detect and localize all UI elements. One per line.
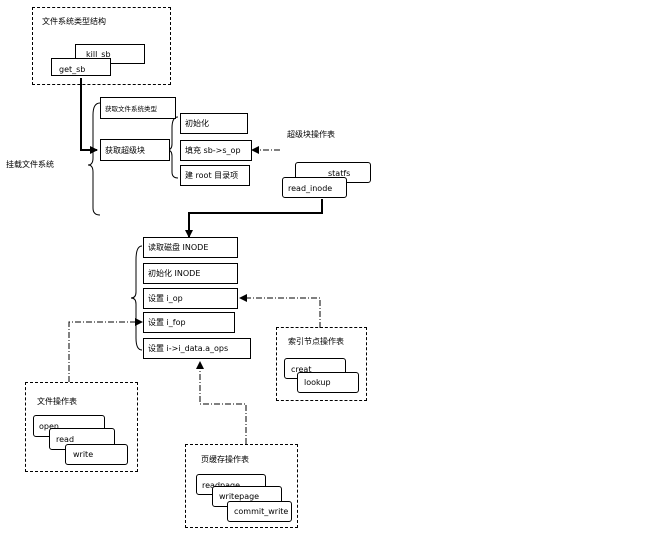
inode-ops-container bbox=[276, 327, 367, 401]
inode-step-set-aops: 设置 i->i_data.a_ops bbox=[143, 338, 251, 359]
inode-step-read-disk: 读取磁盘 INODE bbox=[143, 237, 238, 258]
arrow-to-inode-steps bbox=[185, 199, 323, 238]
mount-label: 挂载文件系统 bbox=[6, 160, 54, 169]
page-cache-ops-title: 页缓存操作表 bbox=[201, 455, 249, 464]
get-super-box: 获取超级块 bbox=[100, 139, 170, 161]
fs-type-struct-title: 文件系统类型结构 bbox=[42, 17, 106, 26]
file-ops-title: 文件操作表 bbox=[37, 397, 77, 406]
commit-write-box: commit_write bbox=[227, 501, 292, 522]
write-box: write bbox=[65, 444, 128, 465]
inode-step-init: 初始化 INODE bbox=[143, 263, 238, 284]
lookup-box: lookup bbox=[297, 372, 359, 393]
read-inode-box: read_inode bbox=[282, 177, 347, 198]
get-fs-type-box: 获取文件系统类型 bbox=[100, 97, 176, 119]
page-cache-ops-container bbox=[185, 444, 298, 528]
get-sb-box: get_sb bbox=[51, 58, 111, 76]
mount-brace bbox=[87, 102, 101, 216]
arrow-pagecache-to-aops bbox=[196, 361, 247, 444]
file-ops-container bbox=[25, 382, 138, 472]
arrow-to-get-super bbox=[80, 78, 98, 154]
fs-type-struct-container bbox=[32, 7, 171, 85]
inode-step-set-iop: 设置 i_op bbox=[143, 288, 238, 309]
inode-ops-title: 索引节点操作表 bbox=[288, 337, 344, 346]
inode-steps-brace bbox=[130, 245, 143, 351]
super-ops-title: 超级块操作表 bbox=[287, 130, 335, 139]
inode-step-set-ifop: 设置 i_fop bbox=[143, 312, 235, 333]
superblock-step-fill-sop: 填充 sb->s_op bbox=[180, 140, 252, 161]
arrow-fileops-to-ifop bbox=[68, 318, 143, 382]
superblock-step-root-dentry: 建 root 目录项 bbox=[180, 165, 250, 186]
superblock-step-init: 初始化 bbox=[180, 113, 248, 134]
arrow-inodeops-to-iop bbox=[239, 294, 321, 328]
